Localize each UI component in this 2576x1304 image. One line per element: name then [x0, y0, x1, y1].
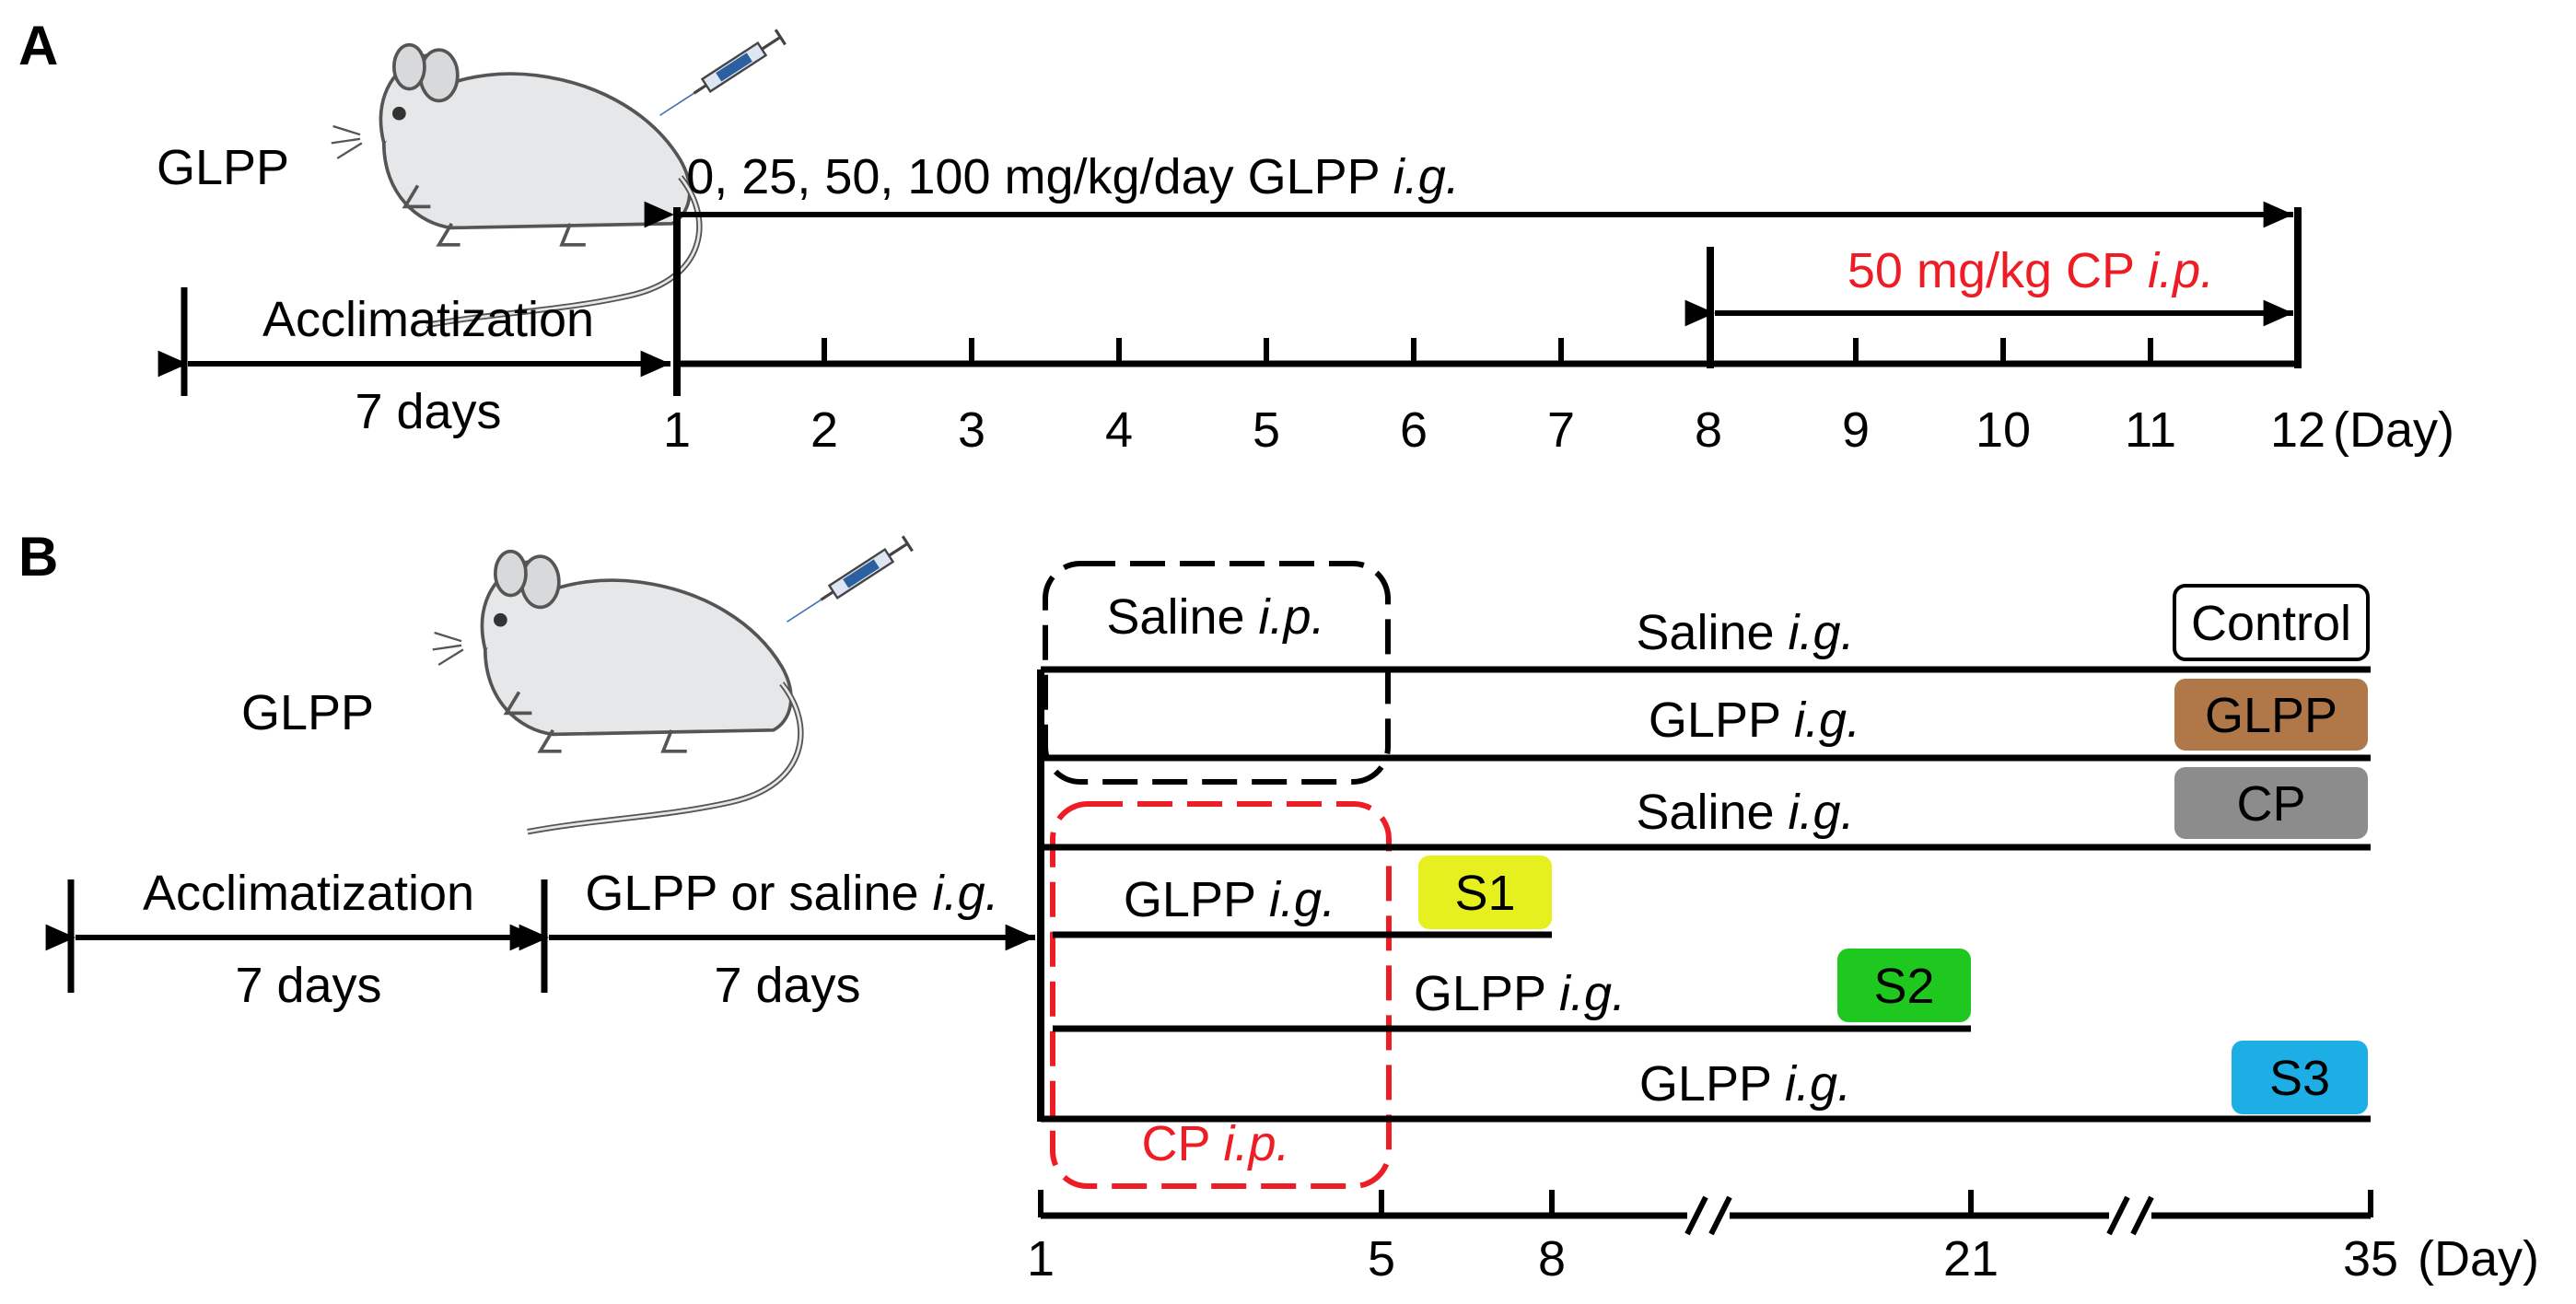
group-row: GLPP i.g. S2	[1053, 949, 1971, 1032]
day-tick-label: 7	[1547, 402, 1575, 458]
group-treatment-label: Saline i.g.	[1636, 605, 1854, 660]
group-treatment-label: GLPP i.g.	[1414, 966, 1626, 1021]
day-tick-label: 5	[1253, 402, 1280, 458]
group-badge-label: S1	[1454, 866, 1515, 921]
group-badge-label: S3	[2269, 1051, 2330, 1106]
panel-a-acclimatization-label: Acclimatization	[262, 292, 594, 347]
mouse-icon	[433, 552, 801, 832]
panel-b-ticks: 1 5 8 21 35 (Day)	[1027, 1190, 2539, 1287]
day-tick-label: 21	[1943, 1231, 1999, 1287]
day-tick-label: 10	[1976, 402, 2031, 458]
panel-b-letter: B	[18, 526, 58, 588]
group-badge	[2173, 584, 2370, 661]
group-treatment-label: Saline i.g.	[1636, 785, 1854, 840]
group-badge-label: S2	[1873, 959, 1934, 1014]
group-badge	[1837, 949, 1971, 1022]
group-row: GLPP i.g. S1	[1053, 856, 1552, 938]
syringe-icon	[653, 28, 787, 124]
panel-b-acclimatization-duration: 7 days	[235, 958, 381, 1013]
day-tick-label: 12	[2270, 402, 2325, 458]
panel-a-acclimatization-duration: 7 days	[355, 384, 501, 439]
group-treatment-label: GLPP i.g.	[1639, 1056, 1851, 1112]
axis-unit-label: (Day)	[2333, 402, 2454, 458]
group-row: Saline i.g. Control	[1041, 584, 2371, 673]
panel-b-day-axis	[1041, 1195, 2371, 1236]
day-tick-label: 8	[1538, 1231, 1566, 1287]
panel-a-letter: A	[18, 15, 58, 76]
day-tick-label: 1	[663, 402, 691, 458]
day-tick-label: 4	[1105, 402, 1133, 458]
panel-b-acclimatization-label: Acclimatization	[143, 866, 474, 921]
day-tick-label: 6	[1400, 402, 1428, 458]
axis-break-mark	[1684, 1195, 1732, 1236]
day-tick-label: 1	[1027, 1231, 1055, 1287]
group-row: GLPP i.g. S3	[1041, 1041, 2371, 1123]
panel-b-pretreat-duration: 7 days	[714, 958, 860, 1013]
group-row: GLPP i.g. GLPP	[1041, 679, 2371, 762]
day-tick-label: 11	[2125, 402, 2176, 458]
panel-a-dosing-label: 0, 25, 50, 100 mg/kg/day GLPP i.g.	[686, 149, 1460, 204]
day-tick-label: 35	[2343, 1231, 2398, 1287]
mouse-icon	[332, 45, 700, 326]
group-treatment-label: GLPP i.g.	[1649, 693, 1860, 748]
group-badge-label: CP	[2236, 776, 2305, 832]
group-badge-label: Control	[2191, 596, 2351, 651]
day-tick-label: 5	[1368, 1231, 1395, 1287]
group-treatment-label: GLPP i.g.	[1124, 872, 1335, 927]
day-tick-label: 2	[810, 402, 838, 458]
panel-a-cp-label: 50 mg/kg CP i.p.	[1847, 243, 2214, 298]
day-tick-label: 3	[958, 402, 985, 458]
group-badge	[2232, 1041, 2368, 1114]
group-badge	[1418, 856, 1552, 929]
panel-b-subject-label: GLPP	[241, 685, 374, 740]
group-row: Saline i.g. CP	[1041, 767, 2371, 851]
group-badge	[2174, 767, 2368, 839]
saline-ip-label: Saline i.p.	[1106, 589, 1324, 645]
cp-ip-box	[1050, 801, 1392, 1189]
axis-unit-label: (Day)	[2418, 1231, 2539, 1287]
day-tick-label: 8	[1695, 402, 1722, 458]
group-badge	[2174, 679, 2368, 751]
axis-break-mark	[2106, 1195, 2154, 1236]
panel-a-subject-label: GLPP	[157, 140, 289, 195]
syringe-icon	[780, 534, 915, 631]
panel-b-pretreat-label: GLPP or saline i.g.	[585, 866, 998, 921]
cp-ip-label: CP i.p.	[1141, 1116, 1289, 1171]
day-tick-label: 9	[1842, 402, 1870, 458]
group-badge-label: GLPP	[2205, 688, 2337, 743]
